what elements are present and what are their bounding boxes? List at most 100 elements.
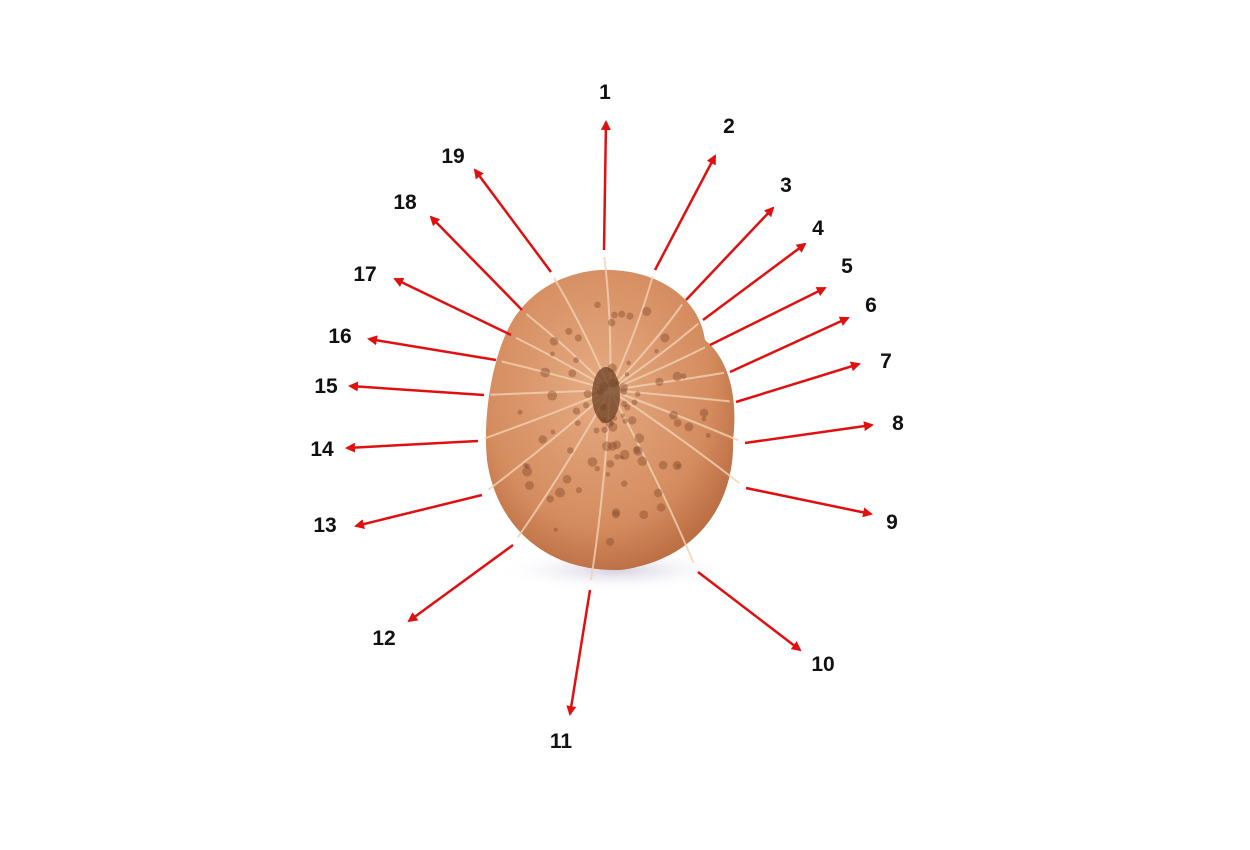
bead-texture-dot (654, 489, 663, 498)
bead-texture-dot (655, 378, 663, 386)
mukhi-label-11: 11 (550, 730, 573, 753)
bead-texture-dot (634, 433, 644, 443)
bead-texture-dot (632, 399, 638, 405)
bead-texture-dot (674, 419, 682, 427)
bead-texture-dot (633, 446, 640, 453)
bead-texture-dot (568, 369, 576, 377)
bead-texture-dot (588, 457, 598, 467)
mukhi-label-17: 17 (353, 263, 376, 286)
bead-texture-dot (576, 487, 582, 493)
bead-texture-dot (584, 390, 592, 398)
bead-texture-dot (563, 475, 572, 484)
bead-texture-dot (606, 538, 614, 546)
bead-texture-dot (550, 337, 559, 346)
bead-texture-dot (635, 391, 641, 397)
bead-texture-dot (669, 411, 678, 420)
mukhi-arrow-1 (604, 122, 606, 250)
mukhi-label-18: 18 (393, 191, 417, 214)
bead-texture-dot (575, 420, 581, 426)
mukhi-label-6: 6 (865, 294, 877, 317)
mukhi-arrow-14 (347, 441, 478, 448)
bead-texture-dot (619, 383, 628, 392)
mukhi-label-7: 7 (880, 350, 892, 373)
mukhi-label-19: 19 (441, 145, 464, 168)
bead-texture-dot (594, 302, 601, 309)
mukhi-arrow-9 (746, 488, 871, 514)
mukhi-arrow-19 (475, 170, 551, 272)
mukhi-arrow-7 (736, 364, 859, 402)
bead-texture-dot (706, 433, 711, 438)
bead-texture-dot (565, 328, 572, 335)
mukhi-arrow-12 (409, 545, 513, 621)
mukhi-arrow-13 (356, 495, 482, 526)
mukhi-arrow-3 (686, 208, 773, 300)
bead-texture-dot (673, 461, 682, 470)
bead-texture-dot (624, 404, 630, 410)
bead-texture-dot (625, 372, 630, 377)
mukhi-arrow-2 (655, 156, 715, 270)
mukhi-arrow-16 (369, 339, 496, 360)
bead-texture-dot (681, 373, 687, 379)
bead-texture-dot (573, 407, 580, 414)
bead-texture-dot (540, 368, 550, 378)
bead-texture-dot (612, 508, 620, 516)
bead-texture-dot (595, 466, 600, 471)
mukhi-arrow-11 (570, 590, 590, 714)
mukhi-label-3: 3 (780, 174, 792, 197)
bead-texture-dot (684, 423, 693, 432)
bead-texture-dot (538, 435, 547, 444)
bead-texture-dot (555, 488, 565, 498)
bead-texture-dot (660, 333, 669, 342)
bead-texture-dot (547, 495, 554, 502)
mukhi-label-8: 8 (892, 412, 904, 435)
bead-texture-dot (575, 334, 582, 341)
bead-texture-dot (606, 460, 614, 468)
bead-texture-dot (583, 402, 589, 408)
mukhi-arrow-10 (698, 572, 800, 650)
bead-texture-dot (606, 472, 610, 476)
bead-texture-dot (525, 481, 534, 490)
bead-texture-dot (608, 319, 616, 327)
bead-texture-dot (702, 417, 707, 422)
bead-texture-dot (554, 528, 558, 532)
mukhi-label-2: 2 (723, 115, 735, 138)
mukhi-label-13: 13 (313, 514, 336, 537)
bead-texture-dot (638, 456, 648, 466)
bead-texture-dot (628, 416, 636, 424)
bead-texture-dot (602, 441, 612, 451)
bead-texture-dot (622, 418, 627, 423)
bead-texture-dot (621, 414, 625, 418)
bead-hole (592, 367, 620, 423)
bead-texture-dot (611, 312, 618, 319)
bead-texture-dot (612, 440, 621, 449)
bead-texture-dot (654, 349, 658, 353)
bead-texture-dot (614, 454, 620, 460)
mukhi-label-1: 1 (599, 81, 611, 104)
mukhi-arrow-18 (431, 217, 522, 310)
mukhi-label-16: 16 (328, 325, 351, 348)
bead-texture-dot (657, 503, 666, 512)
mukhi-arrow-8 (745, 425, 872, 443)
mukhi-label-10: 10 (811, 653, 834, 676)
bead-texture-dot (642, 307, 651, 316)
bead-texture-dot (621, 480, 627, 486)
bead-texture-dot (523, 463, 528, 468)
bead-texture-dot (550, 352, 555, 357)
mukhi-label-5: 5 (841, 255, 853, 278)
rudraksha-bead-image (485, 257, 740, 580)
bead-texture-dot (639, 510, 648, 519)
bead-texture-dot (547, 391, 557, 401)
mukhi-arrow-15 (350, 386, 484, 395)
bead-texture-dot (620, 455, 624, 459)
bead-texture-dot (518, 410, 523, 415)
bead-texture-dot (700, 408, 709, 417)
mukhi-label-4: 4 (812, 217, 824, 240)
bead-texture-dot (673, 372, 682, 381)
bead-texture-dot (567, 447, 574, 454)
bead-texture-dot (594, 427, 600, 433)
bead-texture-dot (573, 357, 579, 363)
mukhi-arrow-4 (703, 244, 805, 320)
mukhi-label-9: 9 (886, 511, 898, 534)
